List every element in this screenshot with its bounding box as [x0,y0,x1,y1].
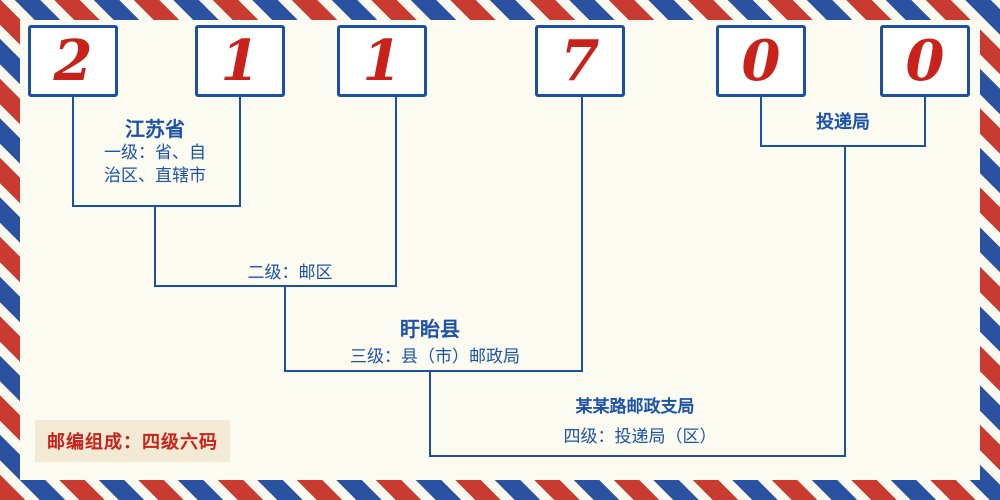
digit-4: 7 [560,28,600,94]
bracket1-bottom-line [72,205,241,207]
digit-3: 1 [362,28,402,94]
digit3-drop-line [395,97,397,287]
postal-code-composition-note: 邮编组成：四级六码 [35,420,230,462]
level2-stem-line [154,207,156,285]
digit-1: 2 [53,28,93,94]
level1-description-line1: 一级：省、自 [104,143,206,163]
level4-horizontal-line [429,455,846,457]
digit-box-6: 0 [880,25,970,97]
level3-stem-line [284,287,286,370]
branch-label: 某某路邮政支局 [575,397,695,417]
level1-description-line2: 治区、直辖市 [104,166,206,186]
bracket1-right-line [239,97,241,205]
level4-description: 四级：投递局（区） [563,427,717,447]
digit-box-2: 1 [195,25,285,97]
bracket2-left-line [760,97,762,145]
level3-horizontal-line [284,370,583,372]
digit-box-4: 7 [535,25,625,97]
digit-box-3: 1 [337,25,427,97]
delivery-bureau-label: 投递局 [816,112,870,133]
bracket2-bottom-line [760,145,926,147]
digit-box-5: 0 [716,25,806,97]
level1-description: 一级：省、自 治区、直辖市 [70,142,240,188]
bracket1-left-line [72,97,74,205]
level2-horizontal-line [154,285,397,287]
level4-stem-line [844,147,846,455]
digit4-drop-line [581,97,583,372]
level3-description: 三级：县（市）邮政局 [350,347,520,367]
province-label: 江苏省 [125,117,185,141]
level4-riser-line [429,370,431,457]
digit-box-1: 2 [28,25,118,97]
digit-5: 0 [741,28,781,94]
envelope-background: 2 1 1 7 0 0 江苏省 一级：省、自 治区、直辖市 二级：邮区 [20,20,980,480]
level2-description: 二级：邮区 [247,263,333,283]
bracket2-right-line [924,97,926,145]
digit-2: 1 [220,28,260,94]
county-label: 盱眙县 [400,317,460,341]
digit-6: 0 [905,28,945,94]
